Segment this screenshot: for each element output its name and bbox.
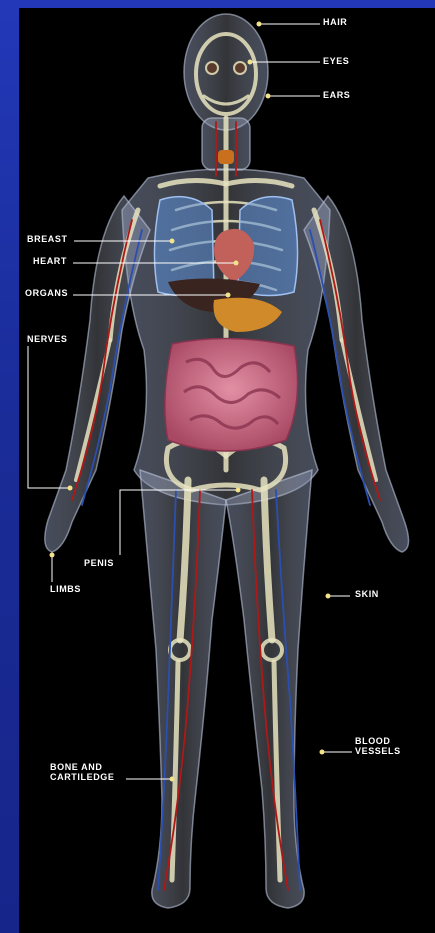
right-eye-socket [234, 62, 246, 74]
right-arm [304, 196, 409, 552]
label-organs: ORGANS [25, 288, 68, 298]
label-penis: PENIS [84, 558, 114, 568]
dot-breast [170, 239, 175, 244]
label-eyes: EYES [323, 56, 349, 66]
dot-heart [234, 261, 239, 266]
dot-penis [236, 488, 241, 493]
label-skin: SKIN [355, 589, 379, 599]
dot-limbs [50, 553, 55, 558]
dot-skin [326, 594, 331, 599]
leader-nerves [28, 346, 70, 488]
label-bone-and-cartilege: BONE AND CARTILEDGE [50, 762, 115, 782]
dot-bone [170, 777, 175, 782]
label-ears: EARS [323, 90, 350, 100]
dot-organs [226, 293, 231, 298]
dot-blood-vessels [320, 750, 325, 755]
dot-hair [257, 22, 262, 27]
label-hair: HAIR [323, 17, 347, 27]
thyroid [218, 150, 234, 164]
dot-eyes [248, 60, 253, 65]
left-eye-socket [206, 62, 218, 74]
label-nerves: NERVES [27, 334, 67, 344]
dot-nerves [68, 486, 73, 491]
label-limbs: LIMBS [50, 584, 81, 594]
label-heart: HEART [33, 256, 67, 266]
label-blood-vessels: BLOOD VESSELS [355, 736, 401, 756]
dot-ears [266, 94, 271, 99]
left-arm [45, 196, 150, 552]
label-breast: BREAST [27, 234, 68, 244]
